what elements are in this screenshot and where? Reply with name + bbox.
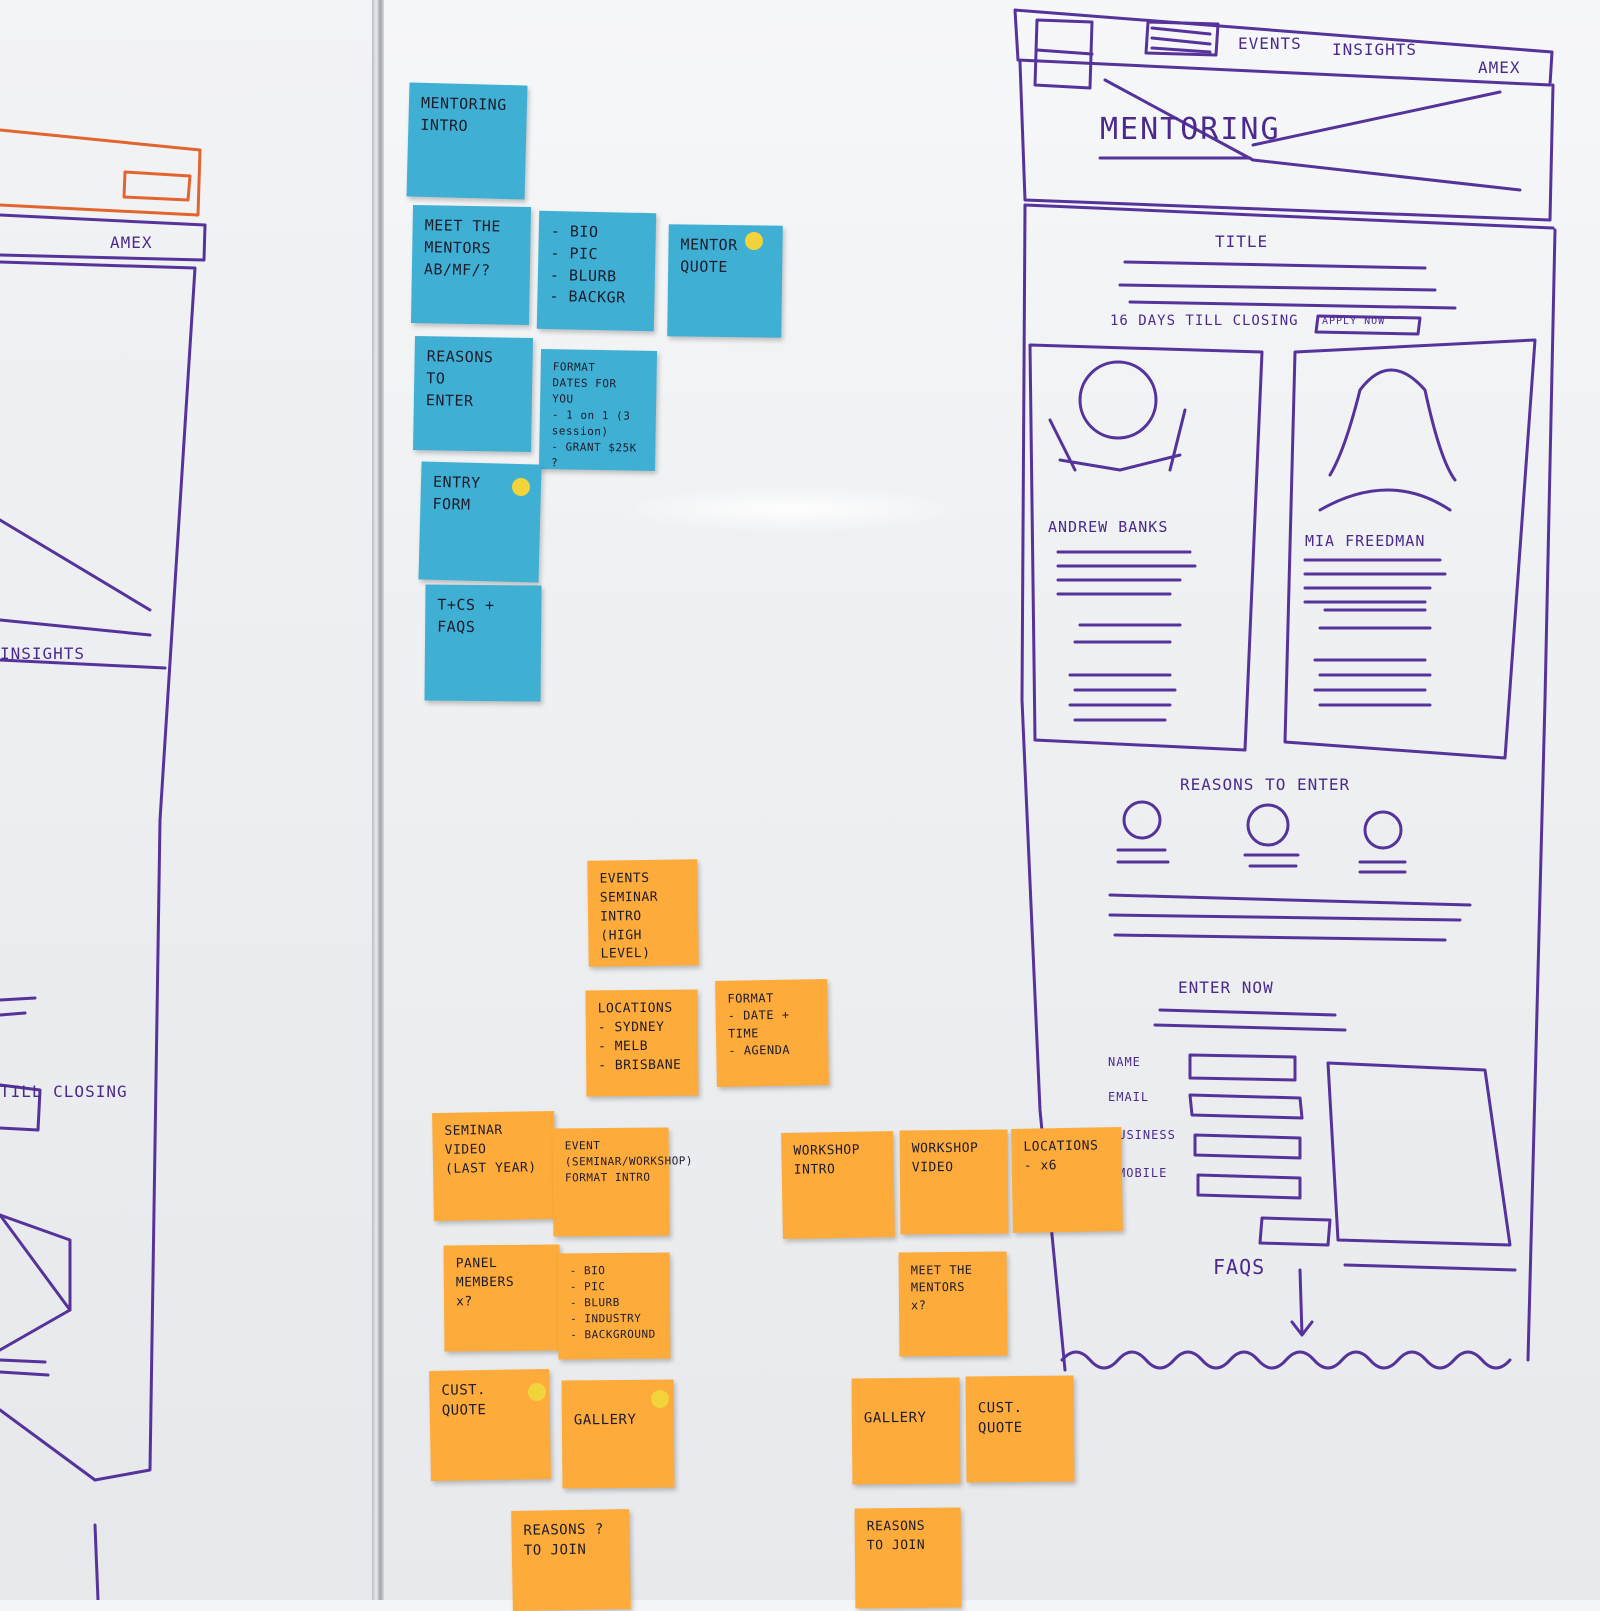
sticky-note-orange: LOCATIONS - SYDNEY - MELB - BRISBANE [585,989,699,1097]
yellow-dot-sticker [528,1383,546,1401]
sketch-form-label-email: EMAIL [1108,1090,1150,1104]
sticky-note-blue: REASONS TO ENTER [413,335,533,453]
sticky-note-orange: REASONS TO JOIN [854,1507,962,1609]
sketch-hero-title: MENTORING [1100,112,1281,147]
sticky-note-orange: SEMINAR VIDEO (LAST YEAR) [432,1110,556,1222]
whiteboard-seam [372,0,384,1600]
sketch-entry-heading: ENTER NOW [1178,978,1274,997]
sketch-mentor-name-1: ANDREW BANKS [1048,518,1169,536]
sticky-note-blue: MENTORING INTRO [406,82,528,200]
sketch-form-label-name: NAME [1108,1055,1141,1069]
sticky-note-orange: MEET THE MENTORS x? [898,1251,1008,1357]
sticky-note-orange: PANEL MEMBERS x? [443,1244,561,1352]
left-wireframe [0,128,207,1600]
sketch-form-label-business: BUSINESS [1110,1128,1176,1142]
yellow-dot-sticker [651,1390,669,1408]
light-reflection [610,485,970,533]
sketch-nav-insights: INSIGHTS [1332,40,1418,59]
sticky-note-orange: LOCATIONS - x6 [1011,1127,1123,1233]
left-sketch-amex: AMEX [110,233,153,252]
sticky-note-blue: MEET THE MENTORS AB/MF/? [410,204,532,326]
sticky-note-orange: EVENTS SEMINAR INTRO (HIGH LEVEL) [587,859,699,967]
sketch-apply-button: APPLY NOW [1322,316,1386,327]
sticky-note-orange: - BIO - PIC - BLURB - INDUSTRY - BACKGRO… [557,1252,671,1360]
sticky-note-orange: REASONS ? TO JOIN [511,1508,631,1611]
sticky-note-blue: MENTOR QUOTE [667,224,783,338]
sticky-note-blue: FORMAT DATES FOR YOU - 1 on 1 (3 session… [538,348,658,472]
sticky-note-orange: EVENT (SEMINAR/WORKSHOP) FORMAT INTRO [552,1127,693,1237]
sketch-reasons-heading: REASONS TO ENTER [1180,775,1351,794]
left-sketch-insights: INSIGHTS [0,644,86,663]
sketch-faqs: FAQS [1213,1255,1266,1279]
sketch-nav-events: EVENTS [1238,34,1302,53]
sticky-note-blue: - BIO - PIC - BLURB - BACKGR [536,210,657,332]
sticky-note-orange: GALLERY [851,1377,961,1485]
left-sketch-closing: TILL CLOSING [0,1082,128,1101]
sticky-note-orange: WORKSHOP INTRO [781,1131,895,1239]
yellow-dot-sticker [512,478,530,496]
sticky-note-orange: FORMAT - DATE + TIME - AGENDA [715,979,829,1087]
sketch-form-label-mobile: MOBILE [1118,1166,1168,1180]
right-wireframe [1013,8,1557,1372]
sketch-nav-amex: AMEX [1478,58,1521,77]
sticky-note-blue: T+CS + FAQS [424,584,542,702]
sketch-mentor-name-2: MIA FREEDMAN [1305,532,1426,550]
sticky-note-orange: CUST. QUOTE [965,1375,1075,1483]
yellow-dot-sticker [745,232,763,250]
sketch-countdown: 16 DAYS TILL CLOSING [1110,313,1299,329]
sticky-note-orange: WORKSHOP VIDEO [899,1129,1009,1235]
sketch-section-title: TITLE [1215,232,1269,251]
